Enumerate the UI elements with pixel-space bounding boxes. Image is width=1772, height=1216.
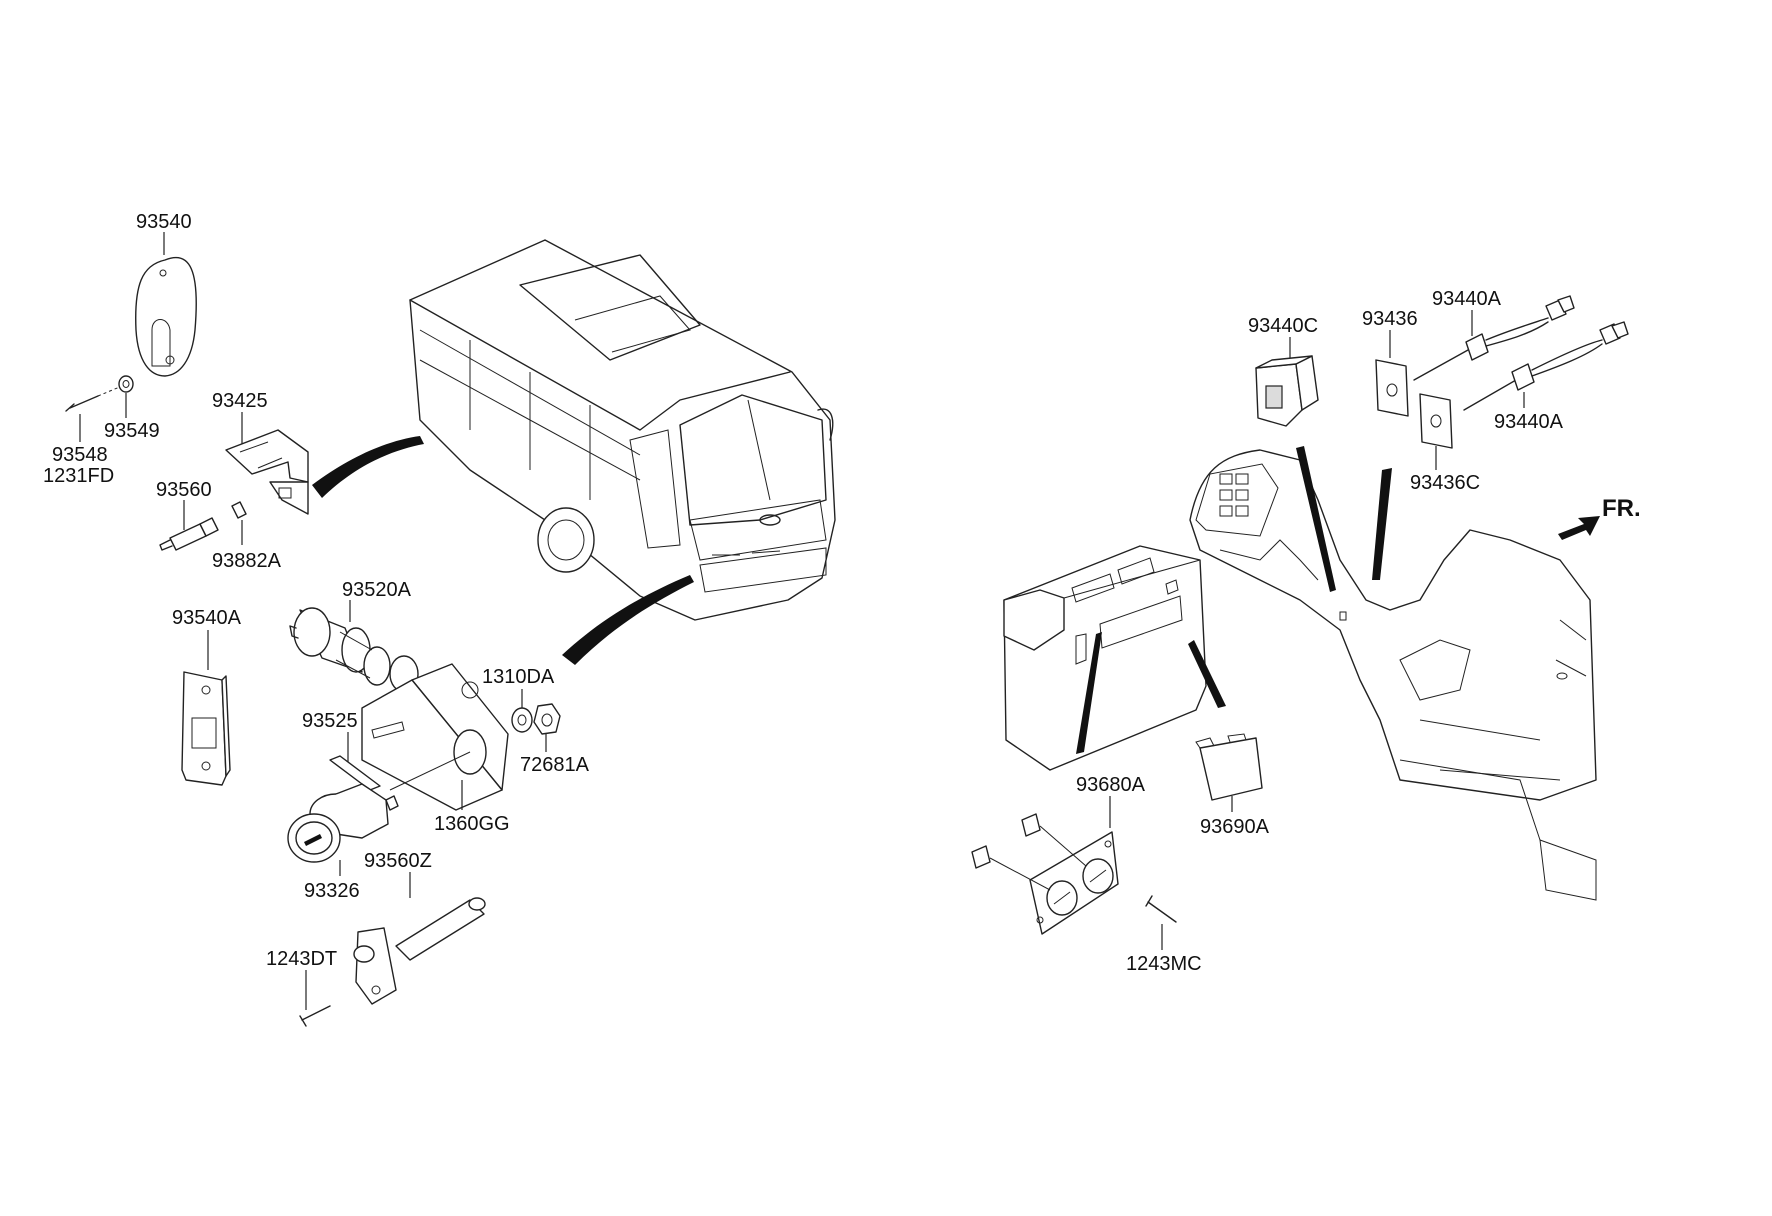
part-93425-bracket [225, 429, 309, 515]
part-93690A-cover [1195, 733, 1263, 801]
label-93680A: 93680A [1076, 774, 1146, 796]
label-93326: 93326 [304, 880, 360, 902]
label-93549: 93549 [104, 420, 160, 442]
label-1231FD: 1231FD [43, 465, 114, 487]
part-93560-switch [159, 517, 219, 551]
label-1243DT: 1243DT [266, 948, 337, 970]
part-72681A-rod [329, 751, 471, 791]
label-93882A: 93882A [212, 550, 282, 572]
part-93882A-cap [231, 501, 247, 519]
part-93440C-switch [1255, 355, 1319, 427]
bus-illustration [312, 239, 836, 665]
label-93520A: 93520A [342, 579, 412, 601]
label-93540A: 93540A [172, 607, 242, 629]
label-93560Z: 93560Z [364, 850, 432, 872]
dashboard-illustration [1003, 446, 1597, 901]
front-direction-arrow [1558, 516, 1600, 540]
part-93540A-cover [181, 671, 231, 786]
label-93440C: 93440C [1248, 315, 1318, 337]
label-93425: 93425 [212, 390, 268, 412]
label-1310DA: 72681A [520, 754, 590, 776]
label-93440A-lower: 93440A [1494, 411, 1564, 433]
part-1243MC-screw [1145, 895, 1177, 923]
part-93525-bracket [361, 663, 509, 811]
label-fr: FR. [1602, 495, 1641, 522]
part-93326-key-cylinder [287, 783, 399, 863]
label-93690A: 93690A [1200, 816, 1270, 838]
part-93549-washer [118, 375, 134, 393]
label-72681A: 93525 [302, 710, 358, 732]
label-1243MC: 1243MC [1126, 953, 1202, 975]
part-1360GG-washer [511, 707, 533, 733]
label-93548: 93548 [52, 444, 108, 466]
label-93560: 93560 [156, 479, 212, 501]
part-93680A-switch-panel [971, 813, 1119, 935]
label-93540: 93540 [136, 211, 192, 233]
part-93560Z-switch [353, 897, 486, 1005]
part-93520A-switch [289, 607, 419, 693]
label-93436: 93436 [1362, 308, 1418, 330]
label-93436C: 93436C [1410, 472, 1480, 494]
part-93540-cover [135, 256, 197, 377]
part-1243DT-screw [299, 1005, 331, 1027]
part-1310DA-nut [533, 703, 561, 735]
label-93525: 1360GG [434, 813, 510, 835]
part-93440A-switch-lower [1463, 321, 1629, 411]
part-93436-plate [1375, 359, 1409, 417]
part-93436C-plate [1419, 393, 1453, 449]
label-1360GG: 1310DA [482, 666, 555, 688]
label-93440A-upper: 93440A [1432, 288, 1502, 310]
part-93440A-switch-upper [1413, 295, 1575, 381]
part-93548-screw [65, 385, 123, 412]
